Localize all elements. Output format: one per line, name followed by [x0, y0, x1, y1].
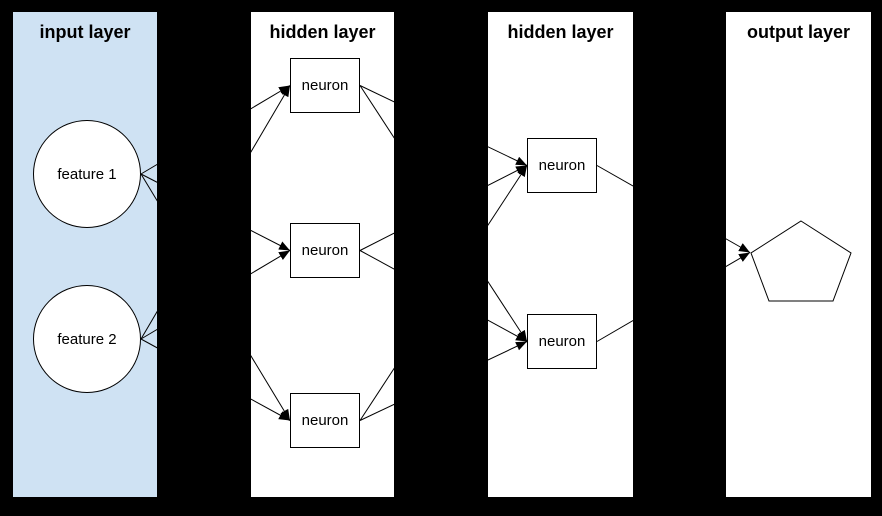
panel-title-hidden-layer-1: hidden layer [269, 22, 376, 42]
node-hidden1-neuron-3: neuron [290, 393, 360, 448]
node-hidden2-neuron-2-label: neuron [538, 333, 586, 350]
panel-title-input-layer: input layer [39, 22, 131, 42]
node-hidden1-neuron-1-label: neuron [301, 77, 349, 94]
node-hidden1-neuron-1: neuron [290, 58, 360, 113]
node-feature-2: feature 2 [33, 285, 141, 393]
node-hidden2-neuron-1-label: neuron [538, 157, 586, 174]
node-hidden2-neuron-2: neuron [527, 314, 597, 369]
node-feature-2-label: feature 2 [57, 330, 117, 348]
node-hidden1-neuron-2-label: neuron [301, 242, 349, 259]
node-feature-1: feature 1 [33, 120, 141, 228]
node-hidden2-neuron-1: neuron [527, 138, 597, 193]
panel-input-layer: input layer [13, 12, 157, 497]
node-hidden1-neuron-3-label: neuron [301, 412, 349, 429]
panel-title-output-layer: output layer [746, 22, 850, 42]
panel-hidden-layer-2: hidden layer [488, 12, 633, 497]
panel-output-layer: output layer [726, 12, 871, 497]
panel-title-hidden-layer-2: hidden layer [507, 22, 614, 42]
node-hidden1-neuron-2: neuron [290, 223, 360, 278]
node-output-label: output [780, 263, 822, 280]
node-feature-1-label: feature 1 [57, 165, 117, 183]
